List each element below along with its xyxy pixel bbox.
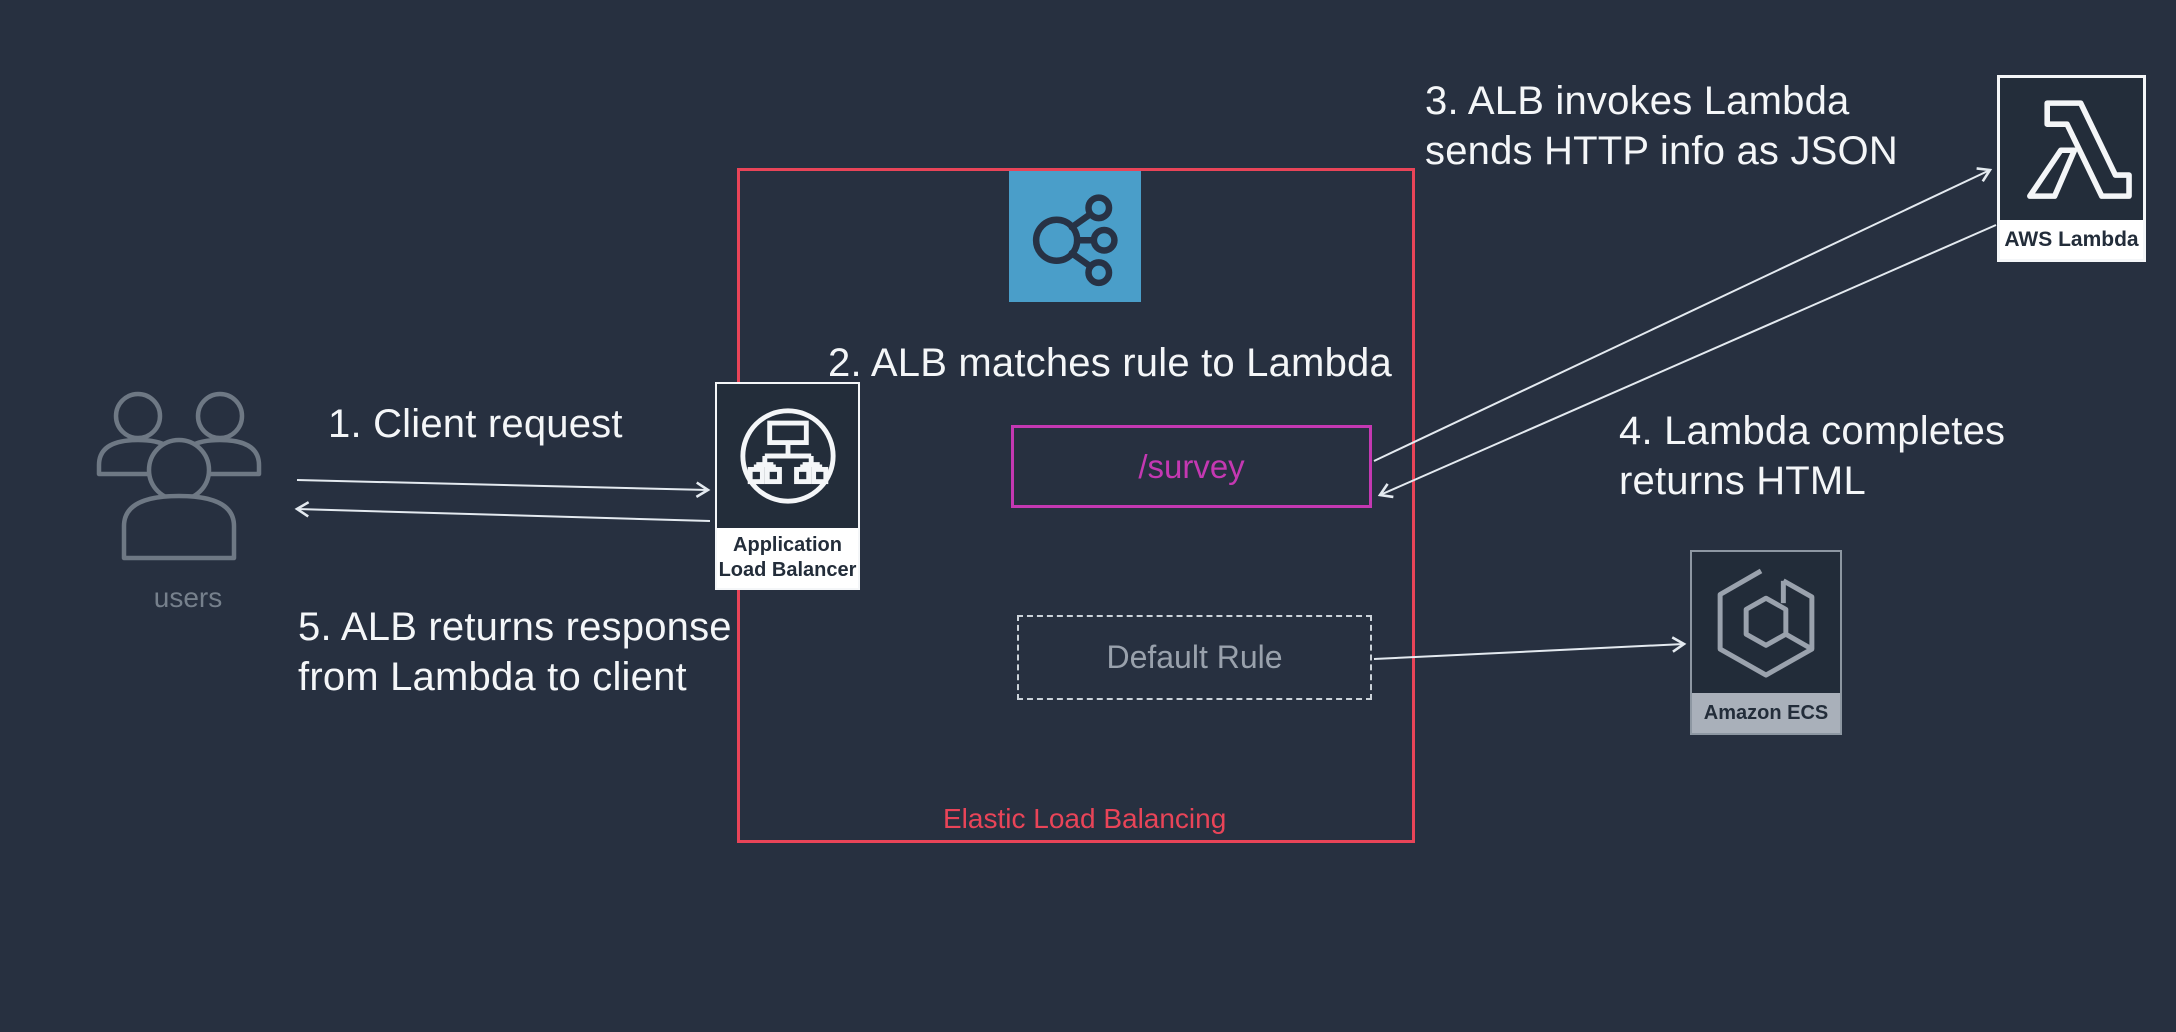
application-load-balancer-icon (717, 384, 858, 528)
aws-lambda-label: AWS Lambda (2000, 220, 2143, 259)
arrow-alb-response (294, 501, 711, 522)
step3-line2: sends HTTP info as JSON (1425, 129, 1898, 173)
amazon-ecs-icon (1692, 552, 1840, 693)
survey-rule-box: /survey (1011, 425, 1372, 508)
step4-label: 4. Lambda completes returns HTML (1619, 406, 2005, 506)
step5-line2: from Lambda to client (298, 655, 687, 699)
aws-lambda-node: AWS Lambda (1997, 75, 2146, 262)
application-load-balancer-label: Application Load Balancer (717, 528, 858, 588)
step1-label: 1. Client request (328, 402, 623, 446)
amazon-ecs-node: Amazon ECS (1690, 550, 1842, 735)
users-label: users (153, 582, 223, 613)
step2-label: 2. ALB matches rule to Lambda (828, 341, 1392, 385)
arrow-client-request (296, 479, 711, 498)
step3-label: 3. ALB invokes Lambda sends HTTP info as… (1425, 76, 1898, 176)
elastic-load-balancing-icon (1009, 171, 1141, 302)
step4-line1: 4. Lambda completes (1619, 409, 2006, 453)
default-rule-label: Default Rule (1106, 639, 1283, 675)
step4-line2: returns HTML (1619, 459, 1866, 503)
elastic-load-balancing-label: Elastic Load Balancing (943, 803, 1227, 834)
step3-line1: 3. ALB invokes Lambda (1425, 79, 1850, 123)
arrow-default-to-ecs (1373, 636, 1687, 660)
survey-rule-label: /survey (1138, 447, 1245, 485)
default-rule-box: Default Rule (1017, 615, 1372, 700)
amazon-ecs-label: Amazon ECS (1692, 693, 1840, 733)
step5-line1: 5. ALB returns response (298, 605, 732, 649)
load-balancer-glyph (1032, 193, 1118, 286)
application-load-balancer-node: Application Load Balancer (715, 382, 860, 590)
aws-lambda-icon (2000, 78, 2143, 220)
users-icon (96, 391, 262, 561)
step5-label: 5. ALB returns response from Lambda to c… (298, 602, 732, 702)
